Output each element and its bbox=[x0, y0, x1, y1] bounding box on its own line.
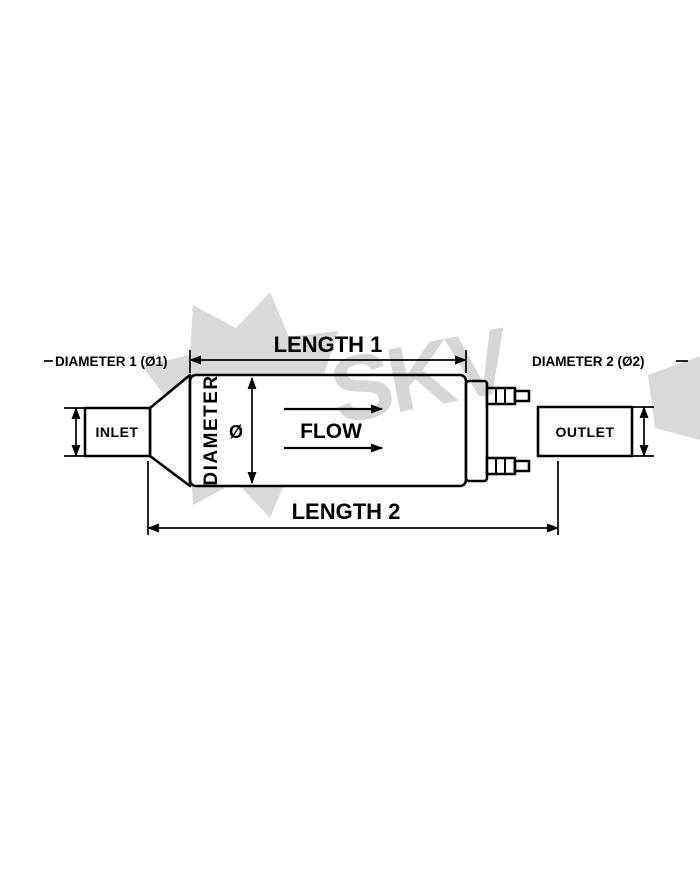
outlet-label: OUTLET bbox=[556, 424, 615, 440]
pump-drawing bbox=[83, 373, 634, 488]
body-diameter-dimension: DIAMETER Ø bbox=[201, 374, 257, 486]
inlet-taper bbox=[148, 373, 192, 488]
inlet-label: INLET bbox=[96, 424, 139, 440]
watermark-swoosh bbox=[648, 356, 700, 440]
body-diameter-label: DIAMETER bbox=[201, 374, 222, 485]
terminal-bottom bbox=[485, 456, 531, 476]
flow-annotation: FLOW bbox=[284, 404, 383, 453]
diameter2-label: DIAMETER 2 (Ø2) bbox=[532, 354, 645, 369]
length2-label: LENGTH 2 bbox=[292, 499, 401, 524]
outlet-pipe bbox=[536, 405, 634, 458]
diameter2-dimension: DIAMETER 2 (Ø2) bbox=[532, 354, 688, 457]
length2-dimension: LENGTH 2 bbox=[147, 461, 559, 535]
diameter1-label: DIAMETER 1 (Ø1) bbox=[55, 354, 168, 369]
end-cap bbox=[464, 379, 489, 483]
flow-label: FLOW bbox=[300, 420, 362, 443]
terminal-top bbox=[485, 386, 531, 406]
watermark-text: SKV bbox=[322, 309, 519, 444]
diameter-symbol: Ø bbox=[229, 422, 243, 442]
length1-label: LENGTH 1 bbox=[274, 332, 383, 357]
length1-dimension: LENGTH 1 bbox=[189, 332, 467, 373]
inlet-pipe bbox=[83, 406, 152, 458]
diameter1-dimension: DIAMETER 1 (Ø1) bbox=[44, 354, 168, 457]
